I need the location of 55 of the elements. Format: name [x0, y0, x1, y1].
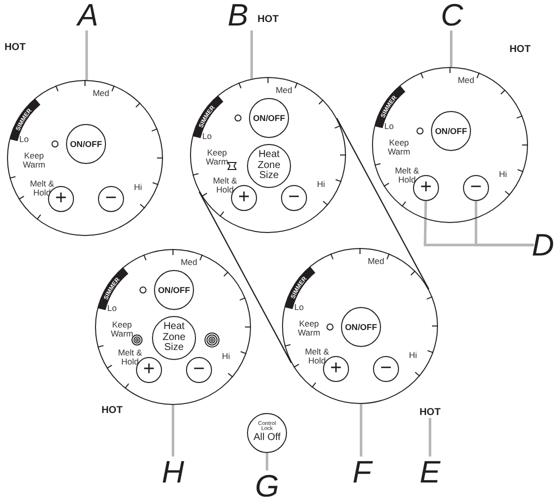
- leader-line: [428, 418, 432, 456]
- heat-zone-size-button: Heat Zone Size: [152, 316, 196, 360]
- setting-label: Med: [92, 88, 110, 98]
- setting-label: Hi: [316, 180, 326, 188]
- callout-letter: E: [420, 456, 440, 488]
- on-off-button: ON/OFF: [154, 270, 194, 310]
- hot-label: HOT: [257, 15, 279, 25]
- setting-label: Keep Warm: [204, 148, 230, 166]
- setting-label: Hi: [220, 352, 232, 360]
- setting-label: Med: [456, 76, 476, 84]
- callout-letter: G: [254, 470, 280, 501]
- leader-line: [172, 405, 174, 456]
- callout-letter: C: [440, 0, 464, 30]
- connector-line: [198, 192, 292, 364]
- leader-line: [85, 30, 88, 80]
- callout-letter: D: [532, 230, 554, 260]
- leader-line: [360, 404, 362, 456]
- setting-label: Hi: [132, 182, 144, 192]
- setting-label: Lo: [293, 302, 305, 312]
- hot-label: HOT: [101, 406, 123, 416]
- connector-line: [336, 118, 430, 290]
- on-off-button: ON/OFF: [66, 124, 106, 164]
- setting-label: Lo: [201, 132, 213, 140]
- on-off-button: ON/OFF: [431, 111, 471, 151]
- leader-line: [266, 453, 268, 470]
- leader-line: [250, 30, 253, 79]
- on-off-button: ON/OFF: [341, 307, 381, 347]
- minus-button: −: [463, 175, 489, 201]
- setting-label: Keep Warm: [386, 138, 412, 156]
- setting-label: Keep Warm: [296, 320, 322, 336]
- on-off-button: ON/OFF: [249, 98, 289, 138]
- leader-line: [474, 201, 534, 246]
- minus-button: −: [186, 357, 212, 383]
- setting-label: Hi: [408, 350, 418, 360]
- hot-label: HOT: [419, 408, 441, 418]
- setting-label: Med: [274, 86, 294, 94]
- leader-line: [450, 30, 452, 67]
- callout-letter: A: [78, 0, 98, 30]
- hot-label: HOT: [509, 45, 531, 55]
- setting-label: Keep Warm: [110, 320, 134, 338]
- minus-button: −: [373, 356, 399, 382]
- callout-letter: F: [352, 456, 372, 488]
- setting-label: Med: [180, 258, 198, 266]
- setting-label: Lo: [106, 304, 118, 312]
- setting-label: Med: [366, 256, 386, 266]
- heat-zone-size-button: Heat Zone Size: [247, 144, 291, 188]
- minus-button: −: [281, 185, 307, 211]
- callout-letter: B: [228, 0, 248, 30]
- callout-letter: H: [162, 456, 184, 488]
- setting-label: Hi: [498, 170, 508, 178]
- setting-label: Lo: [383, 122, 395, 130]
- setting-label: Lo: [18, 134, 30, 144]
- hot-label: HOT: [4, 43, 26, 53]
- setting-label: Keep Warm: [22, 152, 46, 168]
- minus-button: −: [98, 186, 124, 212]
